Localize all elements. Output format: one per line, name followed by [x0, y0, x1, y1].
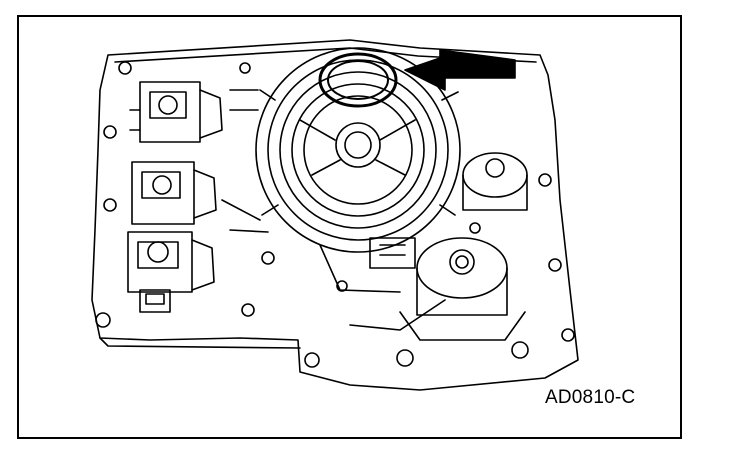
- seal-ring: [318, 52, 398, 108]
- figure-id-label: AD0810-C: [545, 387, 636, 408]
- solenoid-middle: [131, 161, 217, 225]
- solenoid-right-lower: [369, 237, 526, 341]
- callout-arrow: [404, 49, 516, 91]
- solenoid-upper: [129, 81, 223, 143]
- solenoid-right-upper: [462, 152, 528, 211]
- figure-frame: [17, 15, 682, 439]
- bolt-holes: [95, 61, 575, 368]
- valve-body-plate: [91, 39, 579, 391]
- solenoid-lower: [127, 231, 215, 313]
